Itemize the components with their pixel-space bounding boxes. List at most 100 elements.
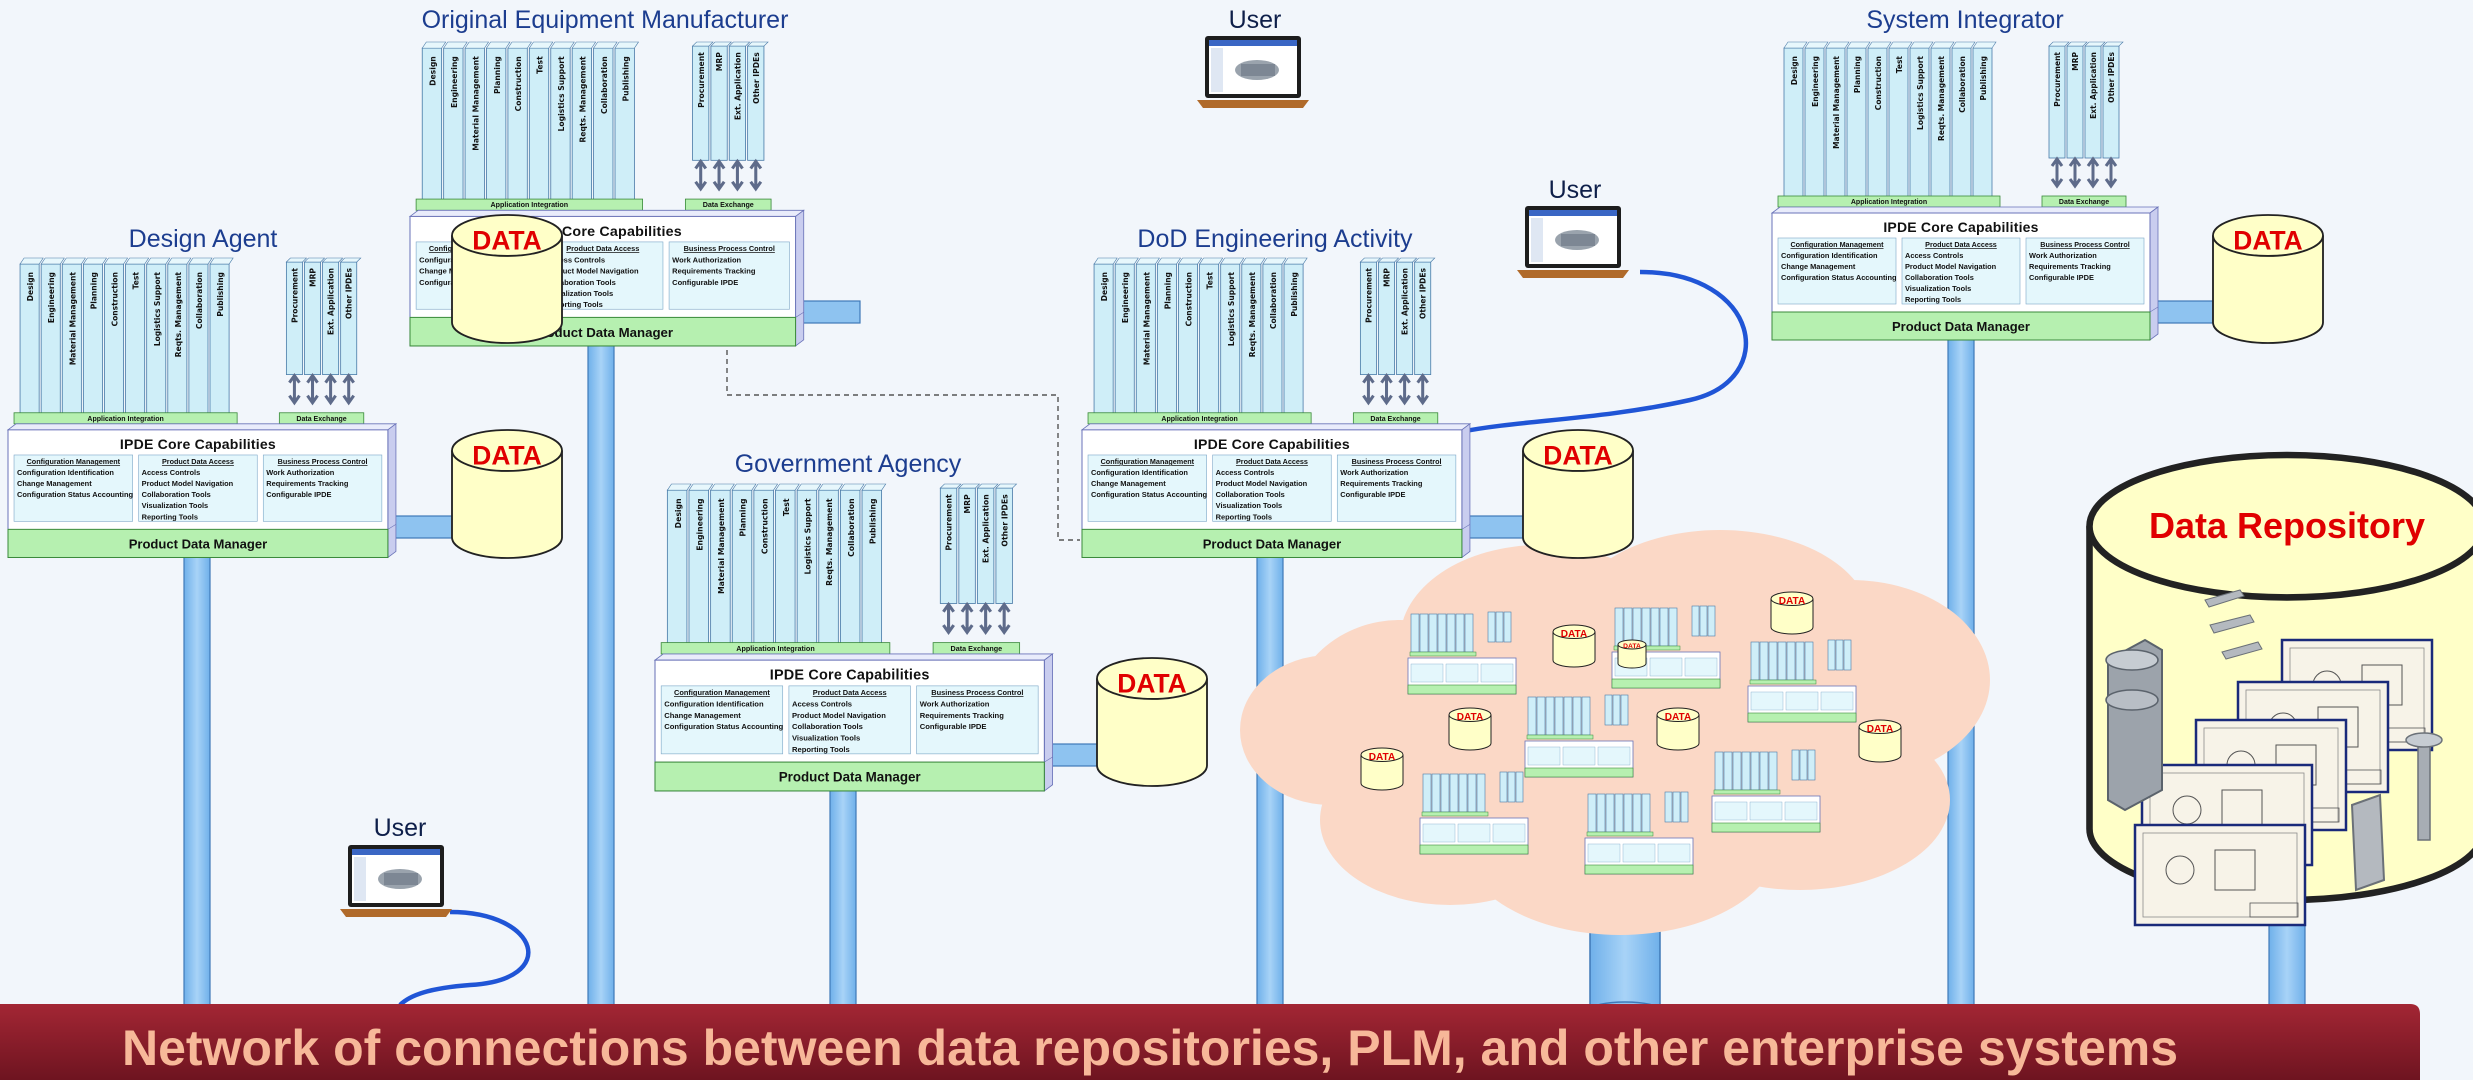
laptop-icon — [1197, 36, 1309, 108]
app-column-label: Logistics Support — [1227, 272, 1236, 346]
app-column-label: Material Management — [471, 56, 480, 151]
app-column-label: Engineering — [450, 56, 459, 108]
core-section-title: Business Process Control — [2040, 240, 2129, 249]
mini-app-column — [1587, 793, 1597, 833]
core-section-item: Configurable IPDE — [2029, 273, 2094, 282]
mini-integration-band — [1421, 811, 1489, 817]
exchange-arrow — [2104, 156, 2118, 189]
data-exchange-label: Data Exchange — [951, 644, 1003, 653]
core-section-item: Access Controls — [546, 255, 605, 264]
user-label: User — [1229, 6, 1282, 34]
mini-app-column — [1741, 751, 1751, 791]
laptop-screen-part-body — [1561, 234, 1595, 246]
mini-core-section — [1445, 663, 1479, 683]
mini-exchange-column — [1604, 694, 1613, 726]
data-store: DATA — [1552, 624, 1596, 668]
mini-app-column — [1527, 696, 1537, 736]
mini-ipde-node — [1611, 605, 1721, 689]
mini-exchange-column — [1843, 639, 1852, 671]
core-section-item: Collaboration Tools — [792, 722, 863, 731]
core-section-item: Requirements Tracking — [2029, 262, 2111, 271]
mini-app-column — [1467, 773, 1477, 813]
mini-pdm-band — [1407, 684, 1517, 695]
mini-app-column — [1723, 751, 1733, 791]
core-section — [138, 454, 258, 522]
cylinder-body — [1656, 714, 1700, 751]
laptop-base — [1197, 100, 1309, 108]
data-exchange-label: Data Exchange — [2059, 199, 2109, 206]
mini-core-section — [1457, 823, 1491, 843]
app-column-label: Publishing — [621, 56, 630, 101]
mini-core-section — [1562, 746, 1596, 766]
pipe-design-agent — [183, 544, 211, 1011]
core-section-item: Configuration Identification — [1091, 468, 1188, 477]
drawing-detail — [2214, 849, 2256, 891]
mini-pdm-band — [1419, 844, 1529, 855]
data-store: DATA — [1770, 591, 1814, 635]
exchange-column-label: MRP — [963, 494, 972, 514]
app-column-cap — [1241, 257, 1266, 265]
mini-core-section — [1714, 801, 1748, 821]
data-store-label: DATA — [1779, 596, 1806, 607]
mini-app-column — [1768, 751, 1778, 791]
banner-background — [0, 1004, 2420, 1080]
core-title: IPDE Core Capabilities — [120, 436, 276, 452]
exchange-arrow — [2050, 156, 2064, 189]
app-column-label: Design — [429, 56, 438, 86]
core-section-item: Configurable IPDE — [266, 490, 331, 499]
laptop-screen-sidebar — [354, 857, 366, 901]
mini-exchange-column — [1503, 611, 1512, 643]
network-banner: Network of connections between data repo… — [0, 1004, 2420, 1080]
cylinder-top — [1360, 747, 1404, 762]
exchange-column-cap — [303, 257, 326, 263]
mini-exchange-column — [1807, 749, 1816, 781]
exchange-column-cap — [321, 257, 344, 263]
exchange-column-label: MRP — [715, 52, 724, 71]
app-column-cap — [19, 257, 44, 265]
core-section — [1087, 454, 1207, 522]
laptop-screen-part-body — [384, 873, 418, 885]
mini-app-column — [1641, 793, 1651, 833]
group-title-design_agent: Design Agent — [129, 225, 278, 253]
mini-exchange-column — [1827, 639, 1836, 671]
cylinder-body — [451, 235, 563, 344]
app-column-cap — [167, 257, 192, 265]
core-section-title: Product Data Access — [813, 688, 887, 697]
cylinder-top — [1656, 707, 1700, 722]
mini-core-section — [1750, 691, 1784, 711]
core-section-item: Configuration Status Accounting — [1091, 490, 1207, 499]
data-exchange-label: Data Exchange — [1370, 416, 1420, 423]
mini-integration-band — [1526, 734, 1594, 740]
laptop-screen-titlebar — [1529, 210, 1617, 216]
mini-app-column — [1476, 773, 1486, 813]
app-column-label: Reqts. Management — [825, 498, 834, 586]
mini-core-section — [1480, 663, 1514, 683]
core-section — [262, 454, 383, 522]
exchange-column-cap — [1359, 257, 1382, 263]
app-column-cap — [146, 257, 171, 265]
mini-app-column — [1458, 773, 1468, 813]
app-column-label: Planning — [1853, 56, 1862, 93]
app-column-label: Publishing — [1979, 56, 1988, 100]
core-section-item: Product Model Navigation — [1216, 479, 1308, 488]
core-section-item: Collaboration Tools — [1905, 273, 1974, 282]
core-section-item: Work Authorization — [920, 699, 990, 708]
exchange-column-cap — [710, 41, 733, 47]
exchange-column-label: Ext. Application — [733, 52, 742, 120]
core-box-top — [653, 653, 1054, 661]
core-section-item: Product Model Navigation — [142, 479, 234, 488]
cylinder-top — [451, 214, 563, 257]
core-section-item: Configurable IPDE — [672, 278, 738, 287]
core-box-side — [1043, 653, 1053, 792]
mini-app-column — [1563, 696, 1573, 736]
app-column-label: Planning — [1163, 272, 1172, 309]
part-housing-top — [2105, 649, 2159, 671]
data-store-label: DATA — [1561, 629, 1588, 640]
mini-app-column — [1464, 613, 1474, 653]
core-section-item: Visualization Tools — [1216, 501, 1283, 510]
application-integration-label: Application Integration — [1161, 416, 1237, 423]
core-section — [1336, 454, 1457, 522]
mini-ipde-node — [1407, 611, 1517, 695]
app-column-cap — [188, 257, 213, 265]
core-section-item: Visualization Tools — [1905, 284, 1971, 293]
